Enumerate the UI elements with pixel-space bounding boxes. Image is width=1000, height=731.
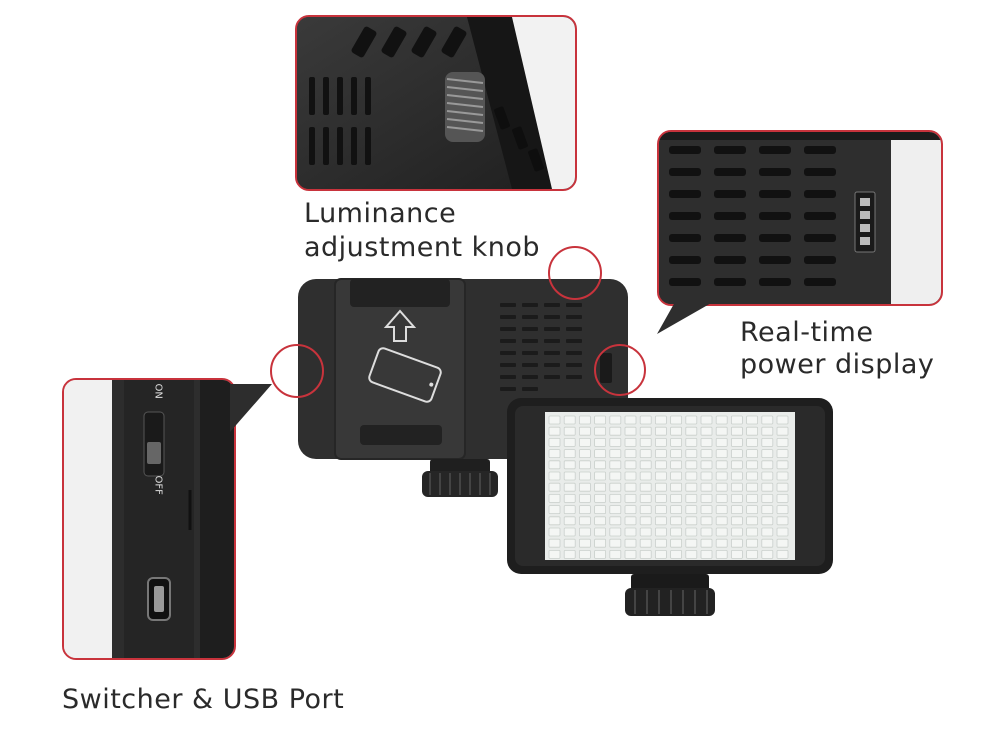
highlight-ring-switch (270, 344, 324, 398)
luminance-label-line2: adjustment knob (304, 232, 541, 263)
highlight-ring-power (594, 344, 646, 396)
luminance-knob-closeup (295, 15, 577, 191)
switch-callout-pointer (230, 384, 272, 432)
led-grid (548, 415, 789, 559)
luminance-label-line1: Luminance (304, 198, 457, 229)
power-indicator-icon (854, 191, 876, 253)
power-callout-pointer (657, 302, 713, 334)
led-panel-front (507, 398, 833, 616)
usb-port-icon (147, 577, 171, 621)
power-label-line2: power display (740, 349, 935, 380)
phone-icon (368, 347, 442, 403)
switch-off-label: OFF (152, 475, 164, 495)
highlight-ring-knob (548, 246, 602, 300)
luminance-knob-icon (445, 72, 485, 142)
arrow-up-icon (383, 309, 417, 342)
power-display-closeup (657, 130, 943, 306)
switch-on-label: ON (152, 383, 164, 399)
power-switch-icon (143, 411, 165, 477)
switch-usb-closeup: ON OFF (62, 378, 236, 660)
switcher-label: Switcher & USB Port (62, 684, 345, 715)
power-label-line1: Real-time (740, 317, 874, 348)
